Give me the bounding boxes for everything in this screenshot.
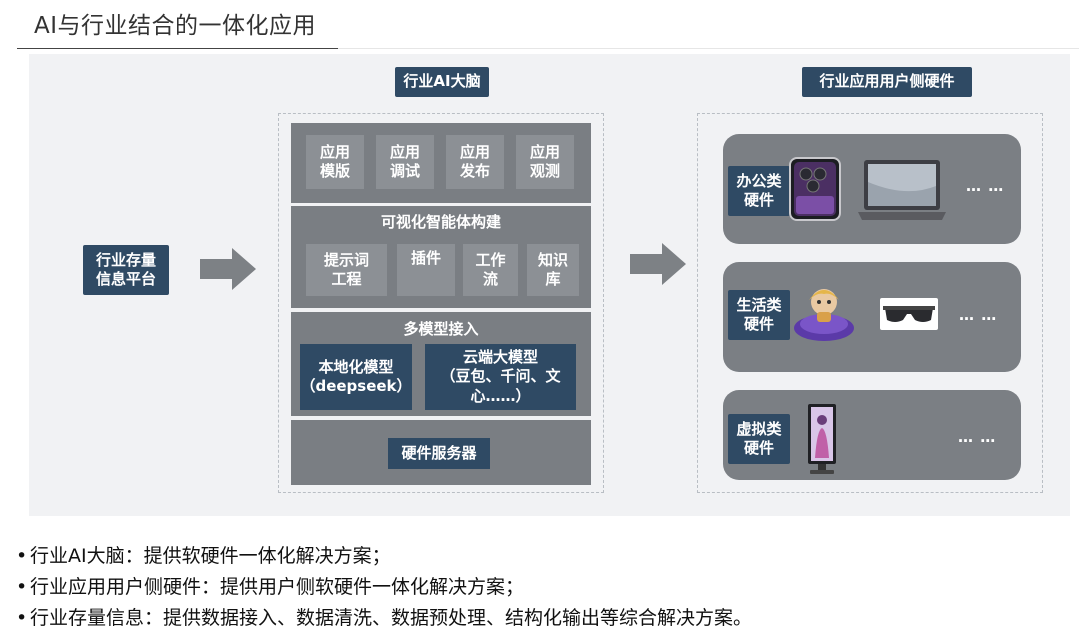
knowledge-base-cell: 知识 库	[527, 244, 579, 296]
life-hardware-panel: 生活类 硬件 … …	[723, 262, 1021, 372]
visual-build-title: 可视化智能体构建	[380, 213, 501, 231]
arrow-right-icon	[200, 248, 256, 290]
office-hardware-label: 办公类 硬件	[728, 166, 790, 216]
arrow-right-icon	[630, 243, 686, 285]
smartphone-icon	[789, 157, 841, 221]
bullet-symbol: •	[16, 545, 28, 567]
bullet-item: •行业AI大脑：提供软硬件一体化解决方案；	[16, 541, 752, 572]
office-hardware-panel: 办公类 硬件 … …	[723, 134, 1021, 244]
title-underline-light	[338, 48, 1079, 49]
app-template-cell: 应用 模版	[306, 135, 364, 189]
office-more-dots: … …	[966, 177, 1005, 195]
app-observe-cell: 应用 观测	[516, 135, 574, 189]
brain-title: 行业AI大脑	[395, 67, 489, 97]
multi-model-band: 多模型接入 本地化模型 （deepseek） 云端大模型 （豆包、千问、文 心……	[291, 312, 591, 416]
bullet-list: •行业AI大脑：提供软硬件一体化解决方案； •行业应用用户侧硬件：提供用户侧软硬…	[16, 541, 752, 634]
life-more-dots: … …	[959, 306, 998, 324]
page-title: AI与行业结合的一体化应用	[34, 13, 317, 39]
app-tools-band: 应用 模版 应用 调试 应用 发布 应用 观测	[291, 123, 591, 203]
app-publish-cell: 应用 发布	[446, 135, 504, 189]
hardware-server-band: 硬件服务器	[291, 420, 591, 485]
hardware-server-cell: 硬件服务器	[388, 438, 490, 469]
bullet-item: •行业存量信息：提供数据接入、数据清洗、数据预处理、结构化输出等综合解决方案。	[16, 603, 752, 634]
bullet-text: 行业存量信息：提供数据接入、数据清洗、数据预处理、结构化输出等综合解决方案。	[30, 607, 753, 629]
virtual-more-dots: … …	[958, 428, 997, 446]
bullet-text: 行业应用用户侧硬件：提供用户侧软硬件一体化解决方案；	[30, 576, 525, 598]
virtual-hardware-panel: 虚拟类 硬件 … …	[723, 390, 1021, 480]
smart-glasses-icon	[880, 298, 938, 330]
plugin-cell: 插件	[397, 244, 455, 296]
bullet-symbol: •	[16, 576, 28, 598]
app-debug-cell: 应用 调试	[376, 135, 434, 189]
devices-container	[697, 113, 1043, 493]
devices-title: 行业应用用户侧硬件	[802, 67, 972, 97]
laptop-icon	[858, 160, 946, 220]
industry-info-platform: 行业存量 信息平台	[83, 245, 169, 295]
visual-build-band: 可视化智能体构建 提示词 工程 插件 工作 流 知识 库	[291, 206, 591, 308]
bullet-item: •行业应用用户侧硬件：提供用户侧软硬件一体化解决方案；	[16, 572, 752, 603]
local-model-cell: 本地化模型 （deepseek）	[300, 344, 412, 410]
virtual-hardware-label: 虚拟类 硬件	[728, 414, 790, 464]
bullet-symbol: •	[16, 607, 28, 629]
multi-model-title: 多模型接入	[403, 320, 479, 338]
digital-signage-icon	[808, 404, 836, 474]
prompt-engineering-cell: 提示词 工程	[306, 244, 387, 296]
toy-robot-icon	[794, 289, 854, 341]
bullet-text: 行业AI大脑：提供软硬件一体化解决方案；	[30, 545, 391, 567]
brain-container	[278, 113, 604, 493]
life-hardware-label: 生活类 硬件	[728, 290, 790, 340]
workflow-cell: 工作 流	[463, 244, 518, 296]
title-underline	[17, 48, 338, 49]
cloud-model-cell: 云端大模型 （豆包、千问、文 心……）	[425, 344, 576, 410]
